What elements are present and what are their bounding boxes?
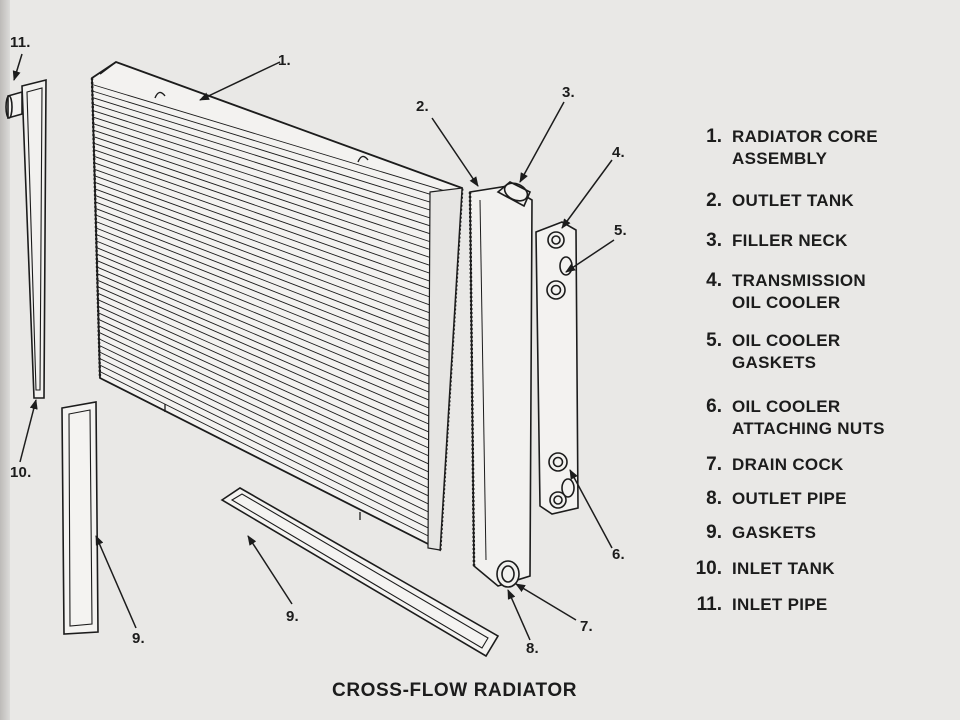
leader-5 [565, 239, 615, 273]
leader-9a [95, 535, 137, 629]
leader-4 [561, 159, 613, 229]
legend-number: 10. [695, 558, 722, 579]
leader-9b [247, 535, 293, 605]
callout-2: 2. [416, 98, 429, 115]
legend-number: 6. [706, 396, 722, 417]
legend-number: 7. [706, 454, 722, 475]
legend-number: 8. [706, 488, 722, 509]
legend-label: OIL COOLER [732, 293, 841, 312]
callout-5: 5. [614, 222, 627, 239]
oil-cooler-drawing [535, 221, 579, 515]
legend-label: ATTACHING NUTS [732, 419, 885, 438]
legend-label: INLET PIPE [732, 595, 828, 614]
legend-number: 3. [706, 230, 722, 251]
legend-number: 4. [706, 270, 722, 291]
leader-10 [19, 399, 38, 463]
legend-label: INLET TANK [732, 559, 835, 578]
legend-label: OUTLET PIPE [732, 489, 847, 508]
callout-6: 6. [612, 546, 625, 563]
legend-number: 5. [706, 330, 722, 351]
leader-6 [569, 469, 613, 549]
leader-2 [431, 117, 479, 187]
legend-label: FILLER NECK [732, 231, 848, 250]
callout-9-horizontal: 9. [286, 608, 299, 625]
outlet-tank-drawing [468, 181, 533, 588]
callout-3: 3. [562, 84, 575, 101]
inlet-tank-drawing [5, 78, 47, 399]
page-binding-shadow [0, 0, 10, 720]
legend-number: 9. [706, 522, 722, 543]
legend-label: TRANSMISSION [732, 271, 866, 290]
leader-3 [519, 101, 565, 183]
callout-9-vertical: 9. [132, 630, 145, 647]
leader-11 [12, 53, 23, 81]
callout-11: 11. [10, 34, 31, 51]
legend-label: DRAIN COCK [732, 455, 844, 474]
gasket-vertical-drawing [61, 401, 99, 635]
radiator-core-drawing [90, 60, 464, 552]
legend-number: 1. [706, 126, 722, 147]
legend-label: GASKETS [732, 353, 817, 372]
callout-4: 4. [612, 144, 625, 161]
legend-label: OUTLET TANK [732, 191, 854, 210]
outlet-pipe-drawing [496, 560, 520, 588]
leader-7 [515, 583, 577, 621]
legend-label: OIL COOLER [732, 331, 841, 350]
callout-8: 8. [526, 640, 539, 657]
gasket-horizontal-drawing [220, 487, 500, 658]
legend-label: GASKETS [732, 523, 817, 542]
legend-number: 2. [706, 190, 722, 211]
legend-label: OIL COOLER [732, 397, 841, 416]
leader-lines [12, 53, 615, 641]
legend-label: RADIATOR CORE [732, 127, 878, 146]
diagram-caption: CROSS-FLOW RADIATOR [332, 680, 578, 701]
leader-1 [199, 61, 281, 101]
callout-10: 10. [10, 464, 32, 481]
legend-label: ASSEMBLY [732, 149, 828, 168]
callout-7: 7. [580, 618, 593, 635]
leader-8 [507, 589, 531, 641]
legend-number: 11. [696, 594, 722, 615]
filler-neck-drawing [496, 181, 532, 208]
callout-1: 1. [278, 52, 291, 69]
